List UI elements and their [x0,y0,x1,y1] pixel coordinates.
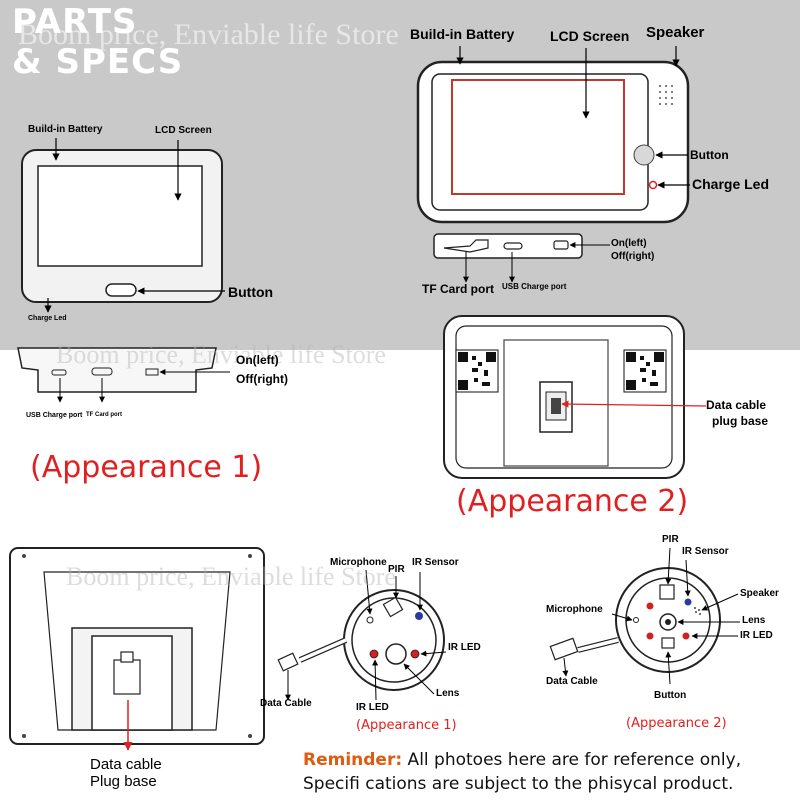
data-cable-label-2: Data cable [706,398,767,412]
front-view-1 [21,138,225,313]
tf-label-2: TF Card port [422,282,494,296]
usb-label-2: USB Charge port [502,282,567,291]
charge-led-label-1: Charge Led [28,315,67,322]
ir-sensor-label-1: IR Sensor [412,557,459,568]
page-title: PARTS & SPECS [12,2,183,82]
ir-led-label-2: IR LED [740,630,773,641]
title-line-1: PARTS [12,2,138,42]
ir-sensor-label-2: IR Sensor [682,546,729,557]
title-line-2: & SPECS [12,42,184,82]
switch-label-1: On(left) [236,353,279,367]
plug-base-label-2: plug base [712,414,769,428]
reminder-prefix: Reminder: [303,750,403,770]
microphone-label-2: Microphone [546,604,603,615]
camera-2-caption: (Appearance 2) [626,716,727,731]
data-cable-label-1: Data cable [90,756,162,773]
button-label-2: Button [690,148,729,162]
speaker-label-2: Speaker [646,24,705,41]
appearance-1-caption: (Appearance 1) [30,450,263,485]
qr-code-left [455,349,499,393]
camera-1-caption: (Appearance 1) [356,718,457,733]
front-view-2 [416,46,690,224]
battery-label-1: Build-in Battery [28,124,103,135]
watermark-top: Boom price, Enviable life Store [18,18,399,51]
lens-label-1: Lens [436,688,460,699]
usb-label-1: USB Charge port [26,412,83,419]
speaker-label-cam-2: Speaker [740,588,779,599]
pir-label-2: PIR [662,534,679,545]
switch-label-2: On(left) [611,238,647,249]
reminder-text: All photoes here are for reference only,… [303,750,742,794]
switch-label-2b: Off(right) [611,251,655,262]
lcd-label-2: LCD Screen [550,28,630,44]
ir-led-label-1a: IR LED [448,642,481,653]
camera-1 [277,569,447,701]
button-label-1: Button [228,284,274,300]
watermark-middle: Boom price, Enviable life Store [56,340,386,369]
ir-led-label-1b: IR LED [356,702,389,713]
reminder-note: Reminder: All photoes here are for refer… [303,748,793,796]
pir-label-1: PIR [388,564,405,575]
charge-led-label-2: Charge Led [692,176,770,192]
back-view-1 [9,547,265,751]
tf-label-1: TF Card port [86,412,122,418]
qr-code-right [623,349,667,393]
bottom-edge-2 [433,233,610,283]
bottom-edge-1 [17,347,230,403]
lcd-label-1: LCD Screen [155,125,212,136]
watermark-bottom: Boom price, Enviable life Store [66,562,396,591]
lens-label-2: Lens [742,615,766,626]
data-cable-cam-label-2: Data Cable [546,676,598,687]
data-cable-cam-label-1: Data Cable [260,698,312,709]
plug-base-label-1: Plug base [90,773,157,790]
battery-label-2: Build-in Battery [410,26,515,42]
appearance-2-caption: (Appearance 2) [456,484,689,519]
camera-2 [549,547,740,685]
switch-label-1b: Off(right) [236,372,288,386]
back-view-2 [443,315,707,479]
button-label-cam-2: Button [654,690,687,701]
microphone-label-1: Microphone [330,557,387,568]
